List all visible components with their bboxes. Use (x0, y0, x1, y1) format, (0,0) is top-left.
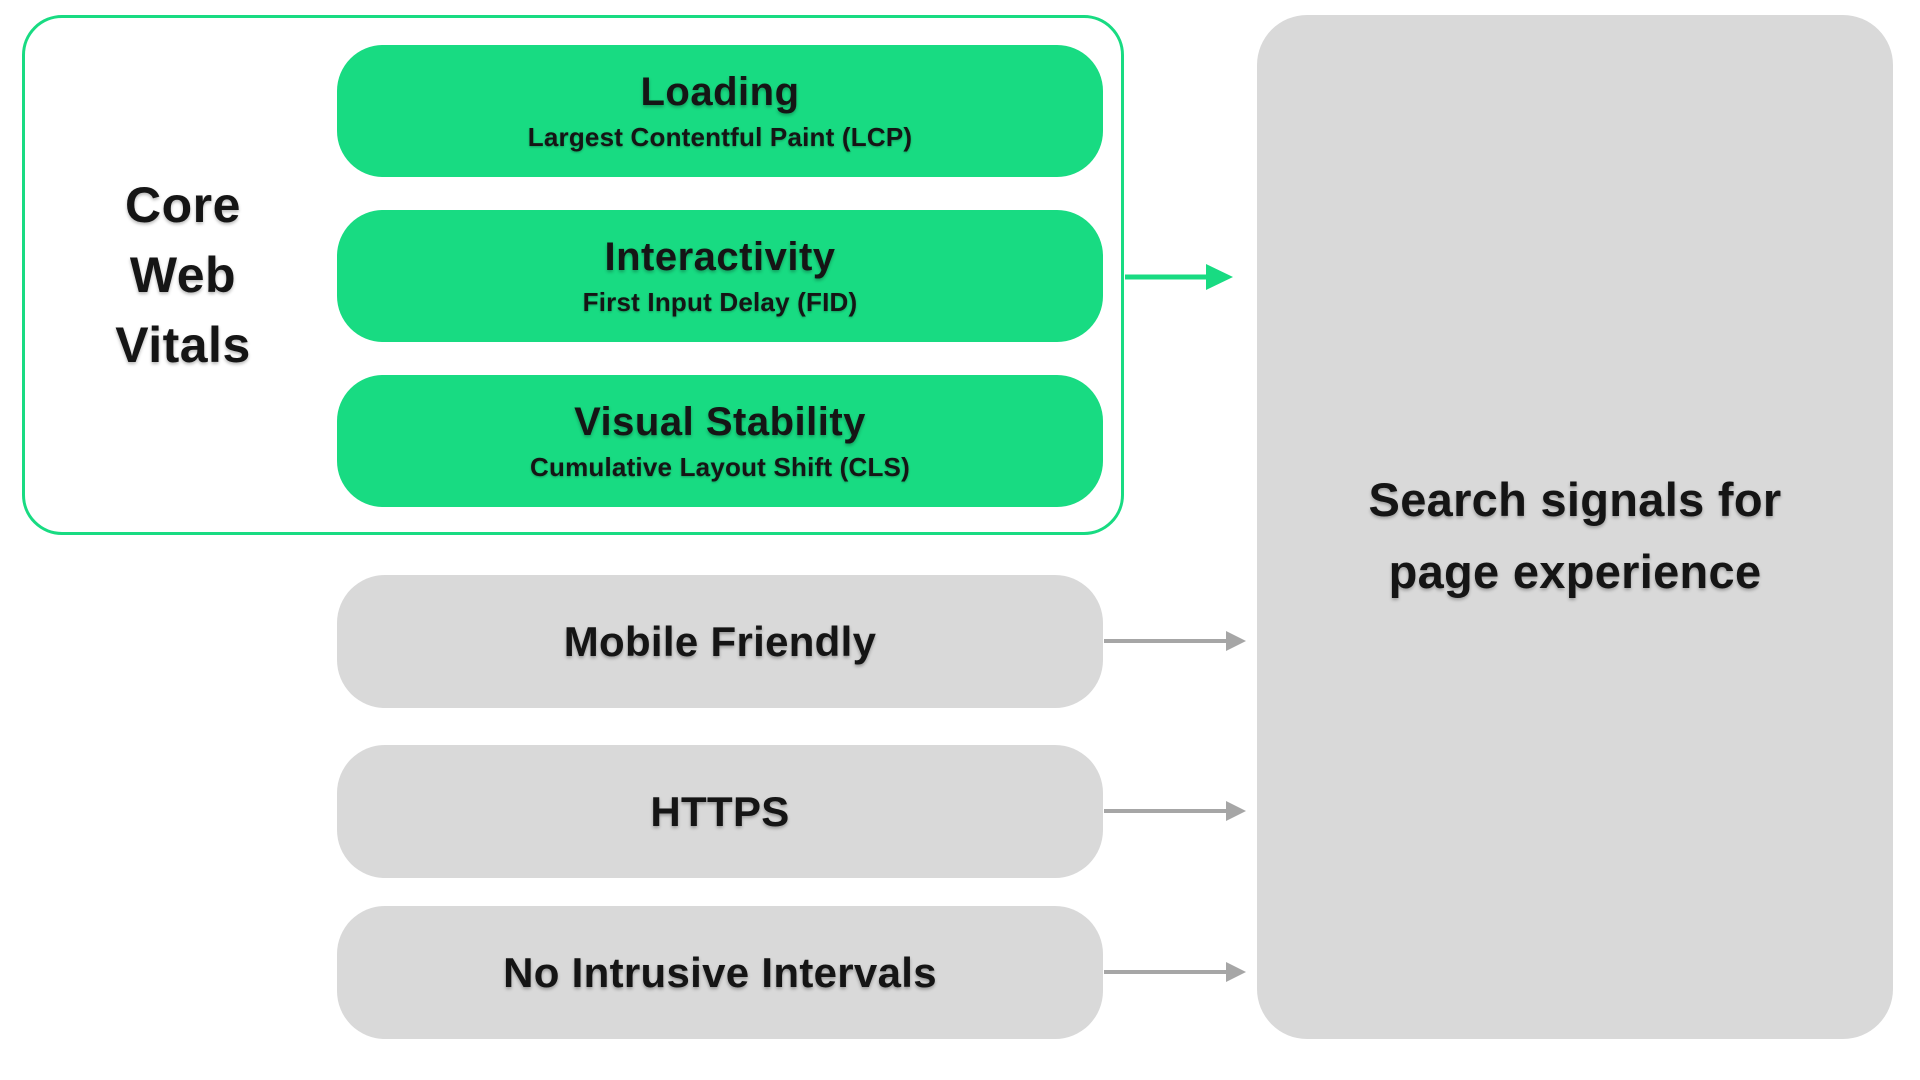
vital-box-visual-stability: Visual Stability Cumulative Layout Shift… (337, 375, 1103, 507)
signal-label: No Intrusive Intervals (503, 948, 937, 996)
vital-title: Visual Stability (574, 399, 866, 444)
arrow-no-intrusive-intervals-icon (1104, 962, 1246, 982)
search-signals-label: Search signals for page experience (1368, 473, 1782, 598)
vital-subtitle: Cumulative Layout Shift (CLS) (530, 451, 910, 482)
signal-label: Mobile Friendly (563, 617, 877, 665)
arrow-https-icon (1104, 801, 1246, 821)
vital-box-interactivity: Interactivity First Input Delay (FID) (337, 210, 1103, 342)
signal-box-https: HTTPS (337, 745, 1103, 878)
signal-box-no-intrusive-intervals: No Intrusive Intervals (337, 906, 1103, 1039)
search-signals-panel: Search signals for page experience (1257, 15, 1893, 1039)
vital-subtitle: First Input Delay (FID) (582, 286, 858, 317)
core-web-vitals-label: Core Web Vitals (115, 177, 251, 373)
signal-label: HTTPS (650, 787, 790, 835)
signal-box-mobile-friendly: Mobile Friendly (337, 575, 1103, 708)
arrow-core-web-vitals-icon (1125, 264, 1233, 290)
vital-title: Loading (640, 69, 800, 114)
vital-title: Interactivity (604, 234, 836, 279)
vital-subtitle: Largest Contentful Paint (LCP) (527, 121, 913, 152)
arrow-mobile-friendly-icon (1104, 631, 1246, 651)
vital-box-loading: Loading Largest Contentful Paint (LCP) (337, 45, 1103, 177)
